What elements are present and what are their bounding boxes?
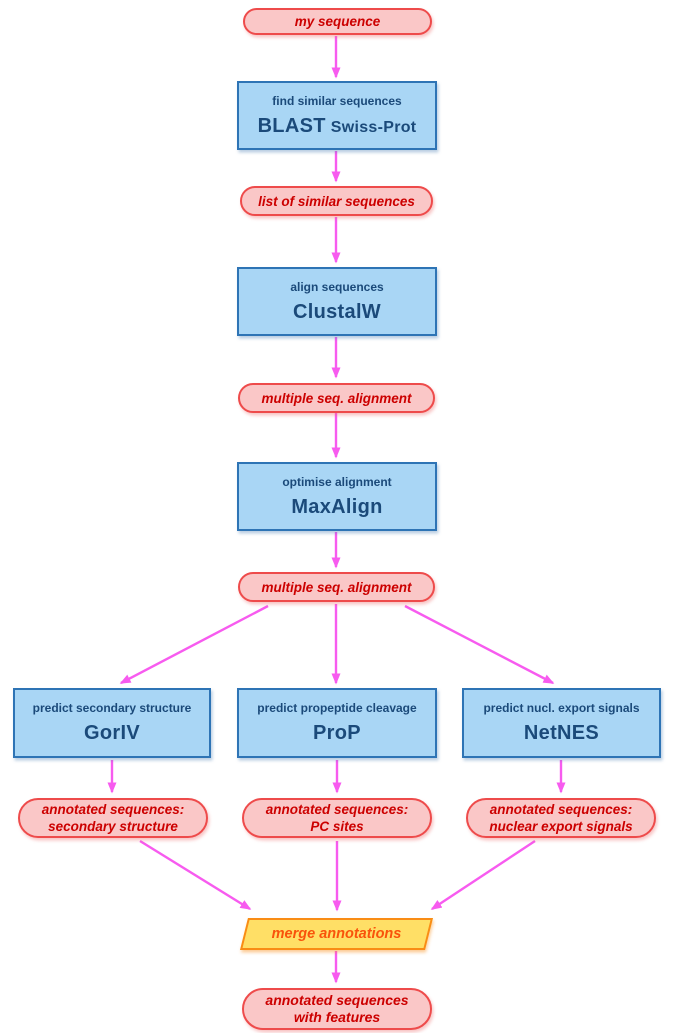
node-label-line2: PC sites (310, 819, 364, 834)
node-label-line1: annotated sequences (265, 992, 409, 1008)
process-task: align sequences (290, 279, 384, 294)
node-label-line1: annotated sequences: (265, 802, 409, 817)
node-label-line2: secondary structure (48, 819, 178, 834)
node-label-line1: annotated sequences: (41, 802, 185, 817)
process-netnes: predict nucl. export signals NetNES (462, 688, 661, 758)
node-annotated-nuclear-export-signals: annotated sequences: nuclear export sign… (466, 798, 656, 838)
process-task: predict secondary structure (32, 701, 192, 715)
node-label-line1: annotated sequences: (489, 802, 633, 817)
node-annotated-pc-sites: annotated sequences: PC sites (242, 798, 432, 838)
process-prop: predict propeptide cleavage ProP (237, 688, 437, 758)
process-tool: ClustalW (293, 300, 381, 323)
arrow-msa2-to-goriv (119, 604, 269, 685)
process-clustalw: align sequences ClustalW (237, 267, 437, 336)
node-label: list of similar sequences (258, 193, 415, 209)
node-label: multiple seq. alignment (261, 579, 412, 595)
node-list-of-similar-sequences: list of similar sequences (240, 186, 433, 216)
process-task: predict nucl. export signals (483, 701, 640, 715)
node-annotated-sequences-with-features: annotated sequences with features (242, 988, 432, 1030)
node-merge-annotations: merge annotations (271, 926, 402, 942)
node-label-line2: with features (293, 1009, 381, 1025)
process-tool: GorIV (84, 722, 140, 744)
arrow-msa2-to-netnes (404, 604, 555, 685)
process-goriv: predict secondary structure GorIV (13, 688, 211, 758)
process-tool: ProP (313, 722, 361, 744)
arrow-annnes-to-merge (430, 839, 536, 911)
node-label: multiple seq. alignment (261, 390, 412, 406)
node-label-line2: nuclear export signals (489, 819, 633, 834)
process-task: find similar sequences (272, 93, 402, 108)
node-multiple-seq-alignment-2: multiple seq. alignment (238, 572, 435, 602)
process-task: optimise alignment (282, 474, 392, 489)
node-my-sequence: my sequence (243, 8, 432, 35)
node-annotated-secondary-structure: annotated sequences: secondary structure (18, 798, 208, 838)
process-tool: NetNES (523, 722, 600, 744)
node-label: my sequence (294, 14, 381, 29)
process-maxalign: optimise alignment MaxAlign (237, 462, 437, 531)
tool-suffix: Swiss-Prot (330, 118, 417, 136)
process-task: predict propeptide cleavage (257, 701, 417, 715)
process-tool: MaxAlign (291, 495, 383, 518)
node-multiple-seq-alignment-1: multiple seq. alignment (238, 383, 435, 413)
tool-name: BLAST (257, 114, 326, 137)
arrow-annss-to-merge (139, 839, 252, 911)
